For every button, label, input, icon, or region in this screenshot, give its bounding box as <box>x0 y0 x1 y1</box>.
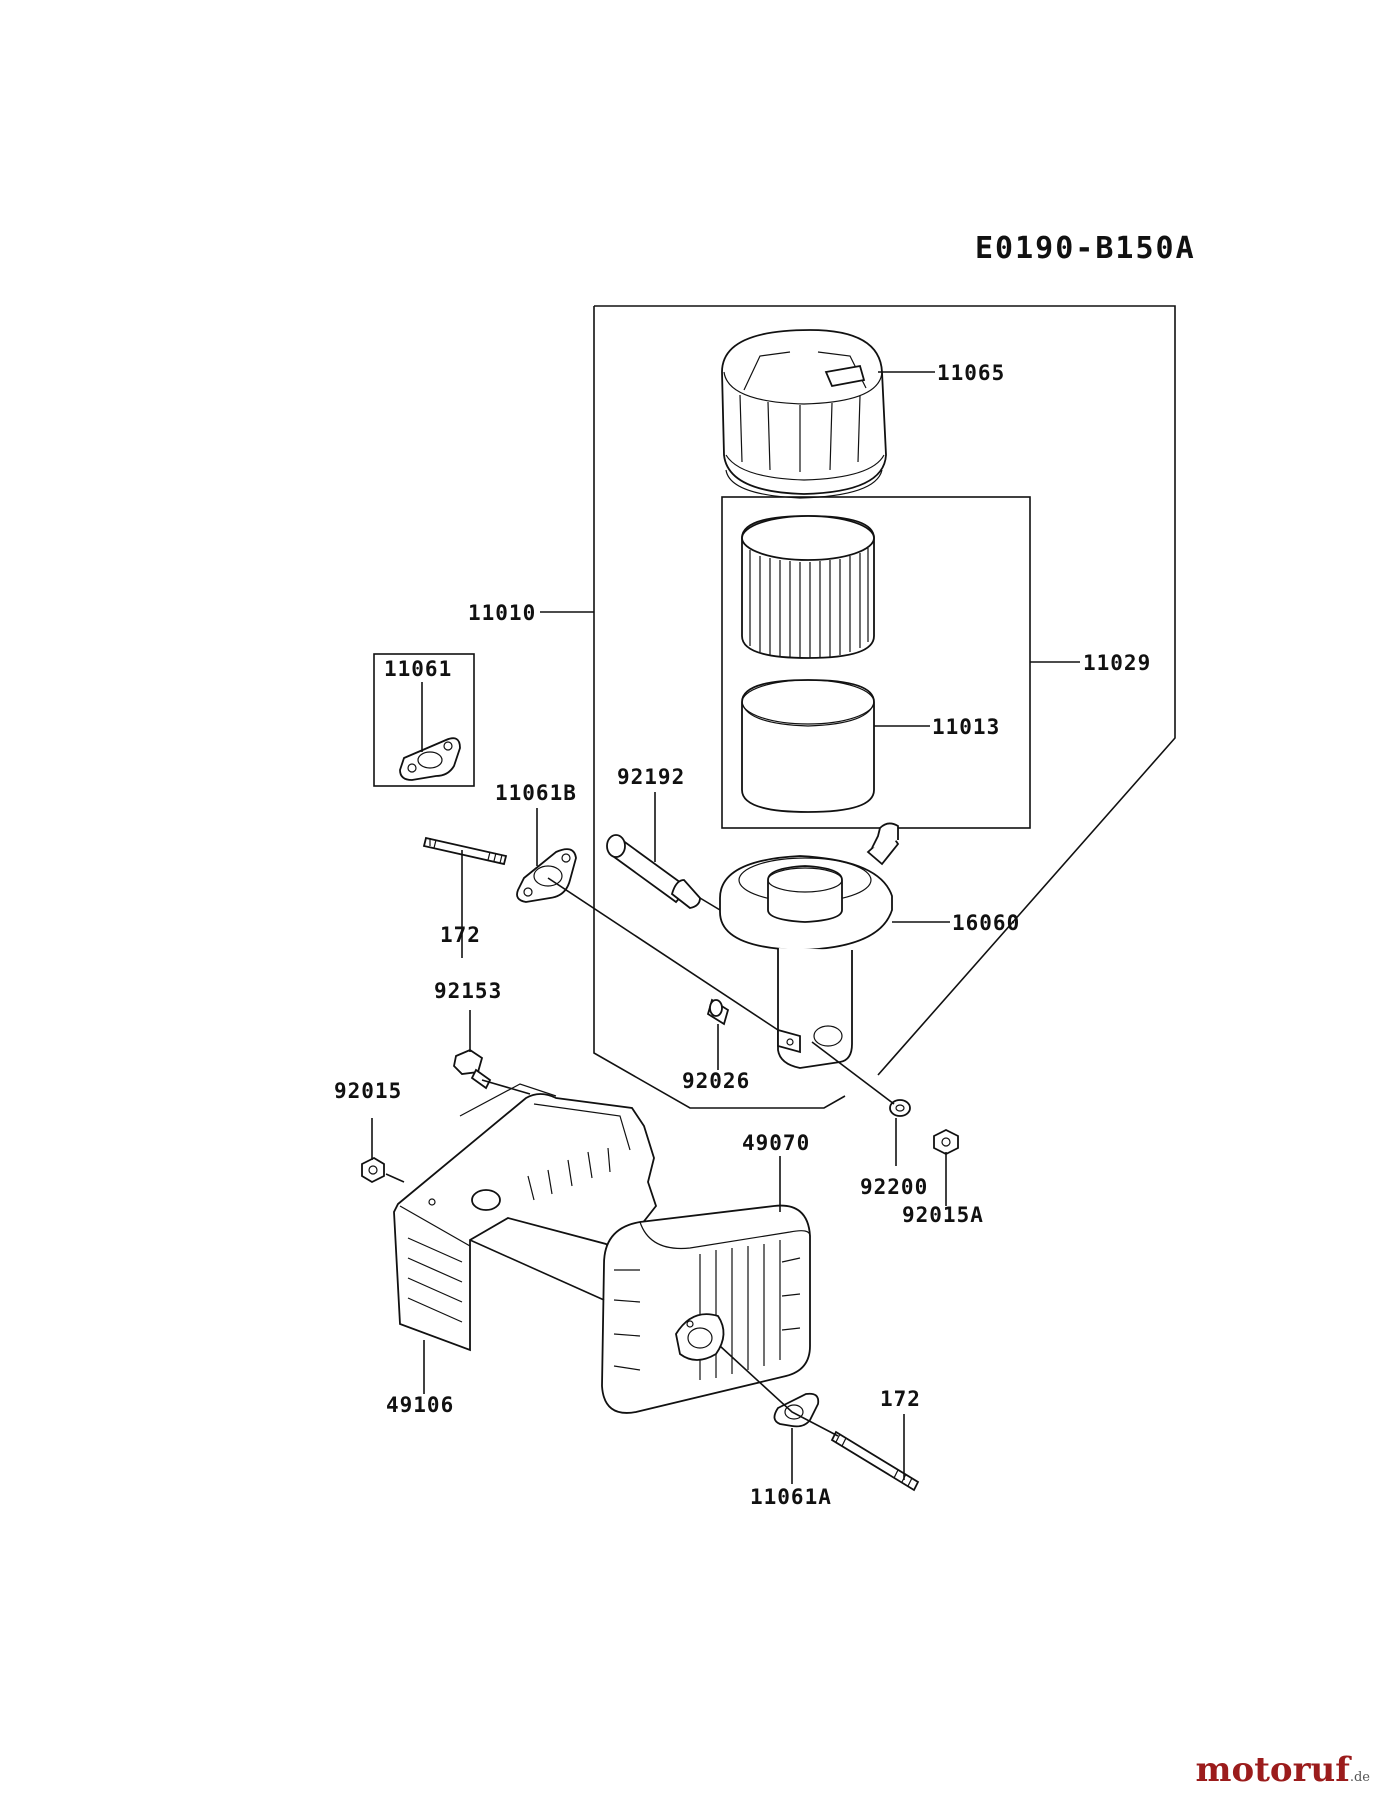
assembly-frame-11010 <box>593 305 1176 1109</box>
label-49106: 49106 <box>386 1393 454 1417</box>
air-cleaner-base-16060 <box>719 822 900 1069</box>
gasket-inset-box-11061 <box>373 653 475 787</box>
muffler-cover-49106 <box>393 1083 658 1352</box>
watermark-logo: motoruf.de <box>1196 1750 1370 1790</box>
air-cleaner-cover-11065 <box>721 329 887 499</box>
label-92153: 92153 <box>434 979 502 1003</box>
label-172-top: 172 <box>440 923 481 947</box>
washer-92200 <box>889 1099 911 1117</box>
label-92192: 92192 <box>617 765 685 789</box>
diagram-code: E0190-B150A <box>975 231 1196 266</box>
stud-bolt-172-bottom <box>830 1430 920 1492</box>
collar-92026 <box>706 998 730 1026</box>
label-49070: 49070 <box>742 1131 810 1155</box>
label-92026: 92026 <box>682 1069 750 1093</box>
stud-bolt-172-top <box>422 836 508 866</box>
gasket-11061 <box>399 737 461 781</box>
label-11010: 11010 <box>468 601 536 625</box>
watermark-brand: motoruf <box>1195 1750 1350 1790</box>
muffler-49070 <box>601 1204 811 1414</box>
label-11061: 11061 <box>384 657 452 681</box>
breather-tube-92192 <box>606 834 701 909</box>
watermark-tld: .de <box>1349 1770 1370 1785</box>
label-11065: 11065 <box>937 361 1005 385</box>
label-11029: 11029 <box>1083 651 1151 675</box>
nut-92015A <box>933 1128 959 1156</box>
label-92015: 92015 <box>334 1079 402 1103</box>
label-11061A: 11061A <box>750 1485 832 1509</box>
label-92200: 92200 <box>860 1175 928 1199</box>
label-92015A: 92015A <box>902 1203 984 1227</box>
leader-lines <box>371 371 1080 1484</box>
bolt-92153 <box>453 1048 492 1090</box>
gasket-11061B <box>516 848 577 903</box>
nut-92015 <box>361 1156 385 1184</box>
label-16060: 16060 <box>952 911 1020 935</box>
label-11061B: 11061B <box>495 781 577 805</box>
label-172-bottom: 172 <box>880 1387 921 1411</box>
filter-element <box>741 515 875 659</box>
gasket-11061A <box>773 1392 820 1428</box>
pre-cleaner-11013 <box>741 679 875 813</box>
label-11013: 11013 <box>932 715 1000 739</box>
